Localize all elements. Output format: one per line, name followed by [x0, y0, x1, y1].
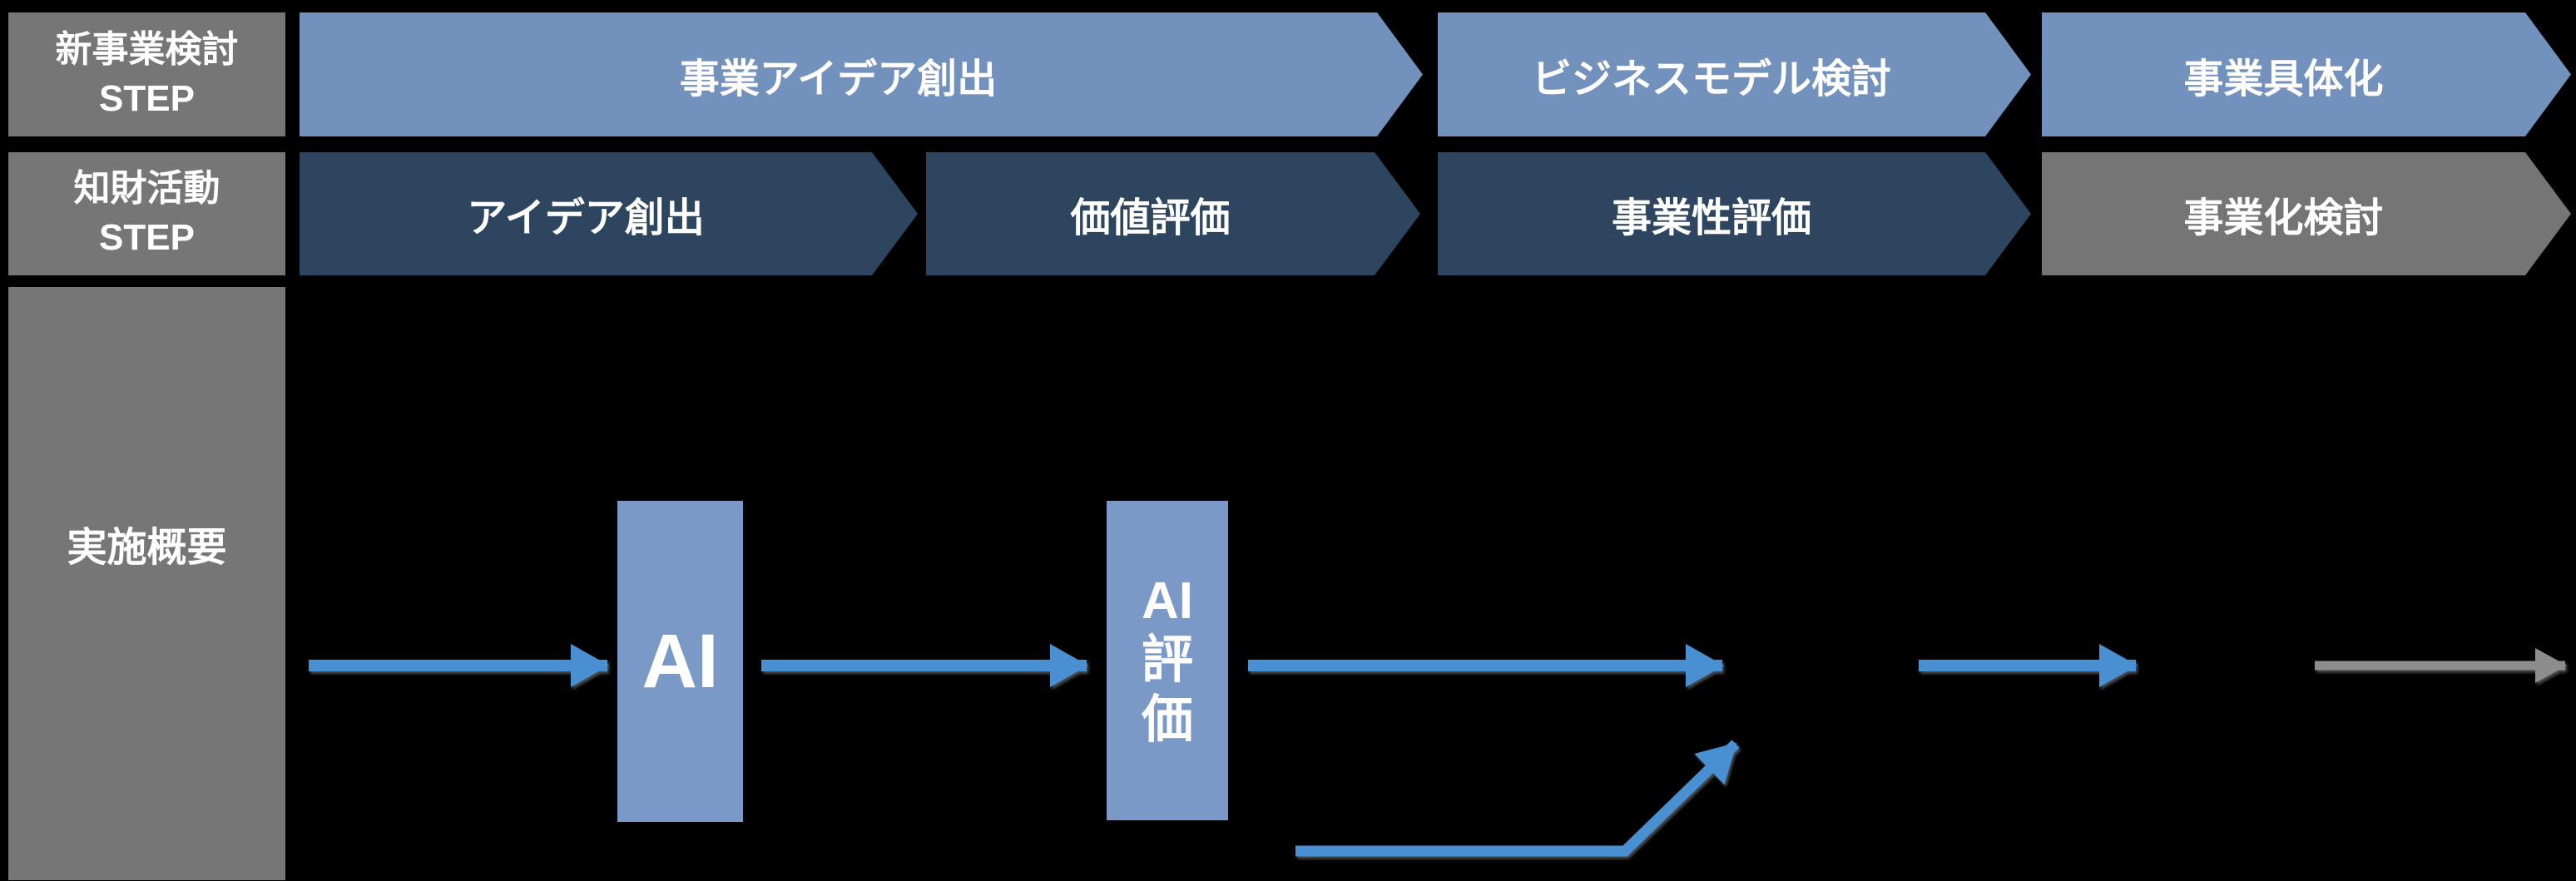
chevron-business-idea-creation: 事業アイデア創出 — [300, 12, 1423, 136]
chevron-feasibility-evaluation: 事業性評価 — [1438, 152, 2031, 275]
chevron-feasibility-evaluation-label: 事業性評価 — [1611, 196, 1811, 240]
row-label-overview: 実施概要 — [8, 287, 285, 880]
chevron-business-model-study: ビジネスモデル検討 — [1438, 12, 2031, 136]
row-label-business-step-line1: 新事業検討 — [55, 28, 239, 70]
row-label-ip-step-line2: STEP — [99, 217, 195, 258]
ai-evaluation-node-line1: AI — [1141, 572, 1193, 631]
ai-node: AI — [617, 501, 743, 822]
row-label-ip-step-line1: 知財活動 — [73, 168, 220, 210]
ai-evaluation-node-line2: 評 — [1141, 631, 1193, 690]
ai-evaluation-node: AI 評 価 — [1107, 501, 1228, 820]
row-label-overview-text: 実施概要 — [67, 526, 227, 571]
ai-evaluation-node-line3: 価 — [1141, 690, 1193, 749]
chevron-commercialization-study: 事業化検討 — [2042, 152, 2571, 275]
ai-node-label: AI — [642, 618, 719, 704]
chevron-business-concretization: 事業具体化 — [2042, 12, 2571, 136]
row-label-ip-step: 知財活動 STEP — [8, 152, 285, 275]
chevron-idea-creation-label: アイデア創出 — [467, 196, 705, 240]
ai-evaluation-node-label: AI 評 価 — [1142, 572, 1193, 750]
chevron-commercialization-study-label: 事業化検討 — [2183, 196, 2384, 240]
row-label-business-step-line2: STEP — [99, 77, 195, 119]
chevron-business-concretization-label: 事業具体化 — [2183, 57, 2384, 101]
chevron-value-evaluation-label: 価値評価 — [1070, 196, 1231, 240]
chevron-business-idea-creation-label: 事業アイデア創出 — [679, 57, 998, 101]
row-label-business-step: 新事業検討 STEP — [8, 12, 285, 136]
arrow-feedback-up — [1295, 740, 1740, 857]
chevron-business-model-study-label: ビジネスモデル検討 — [1531, 57, 1891, 101]
chevron-idea-creation: アイデア創出 — [300, 152, 918, 275]
chevron-value-evaluation: 価値評価 — [926, 152, 1420, 275]
